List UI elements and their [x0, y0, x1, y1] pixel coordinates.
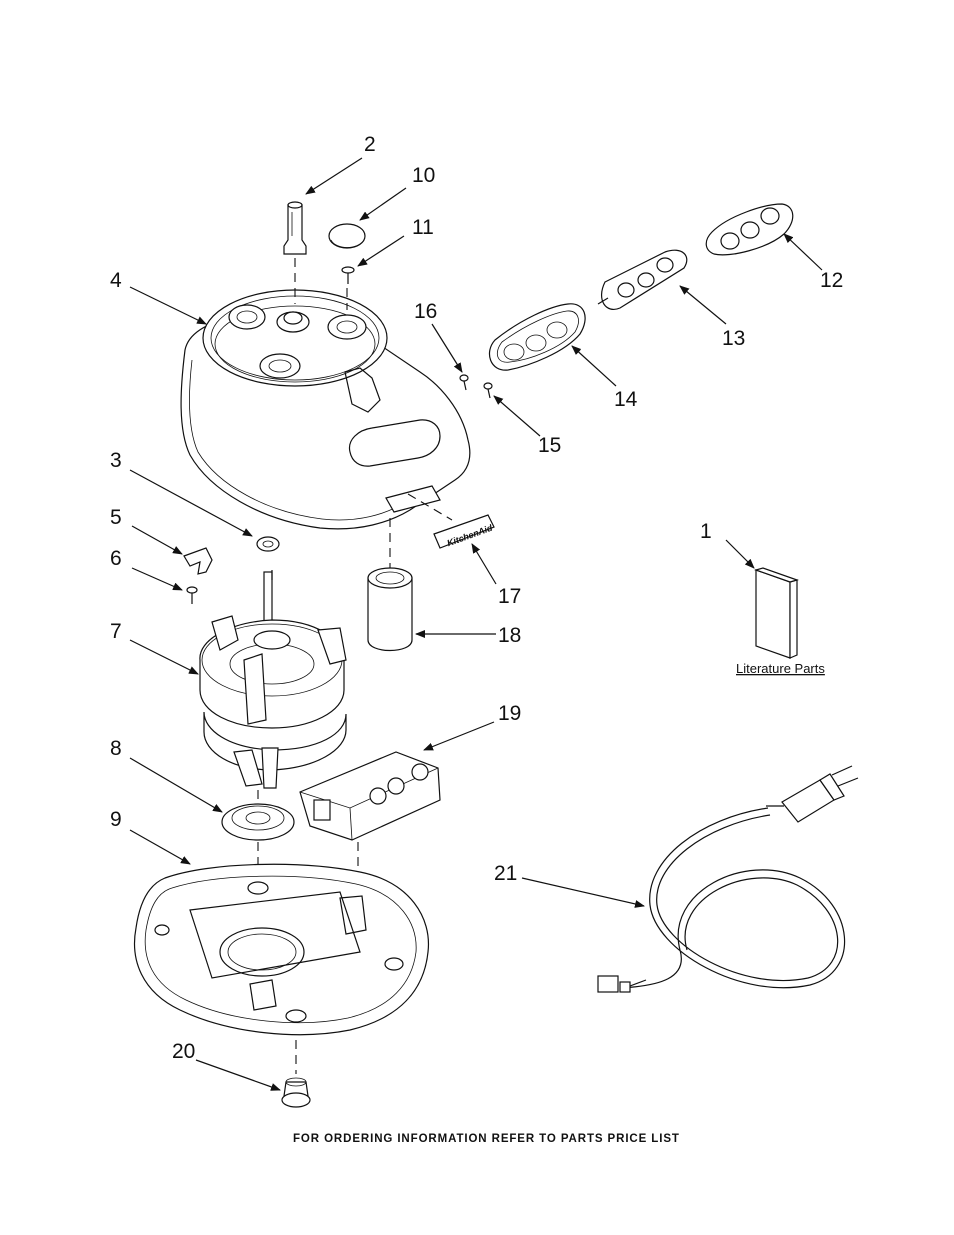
leader-11: [358, 236, 404, 266]
label-part-8: 8: [110, 737, 122, 760]
label-part-15: 15: [538, 434, 561, 457]
leader-9: [130, 830, 190, 864]
leader-8: [130, 758, 222, 812]
leader-13: [680, 286, 726, 324]
label-part-3: 3: [110, 449, 122, 472]
literature-part-1: [756, 568, 797, 658]
screw-part-15: [484, 383, 492, 398]
leader-16: [432, 324, 462, 372]
leader-1: [726, 540, 754, 568]
label-part-7: 7: [110, 620, 122, 643]
leader-10: [360, 188, 406, 220]
clamp-part-5: [184, 548, 212, 574]
cap-part-10: [329, 224, 365, 248]
capacitor-part-18: [368, 518, 412, 651]
label-part-14: 14: [614, 388, 638, 411]
label-part-5: 5: [110, 506, 122, 529]
label-part-18: 18: [498, 624, 521, 647]
screw-part-16: [460, 375, 468, 390]
leader-2: [306, 158, 362, 194]
leader-14: [572, 346, 616, 386]
leader-19: [424, 722, 494, 750]
label-part-2: 2: [364, 133, 376, 156]
overlay-part-12: [706, 204, 793, 255]
label-part-17: 17: [498, 585, 521, 608]
label-part-20: 20: [172, 1040, 195, 1063]
bearing-part-8: [222, 790, 294, 870]
switch-assembly-part-19: [300, 752, 440, 880]
label-part-1: 1: [700, 520, 712, 543]
leader-21: [522, 878, 644, 906]
screw-part-6: [187, 587, 197, 604]
label-part-21: 21: [494, 862, 517, 885]
power-cord-part-21: [598, 766, 858, 992]
label-part-6: 6: [110, 547, 122, 570]
label-part-12: 12: [820, 269, 843, 292]
leader-15: [494, 396, 540, 436]
badge-part-17: KitchenAid: [408, 494, 494, 548]
washer-part-3: [257, 537, 279, 551]
label-part-13: 13: [722, 327, 745, 350]
label-part-4: 4: [110, 269, 122, 292]
label-part-11: 11: [412, 216, 434, 239]
leader-4: [130, 287, 206, 324]
label-part-10: 10: [412, 164, 435, 187]
leader-20: [196, 1060, 280, 1090]
drive-adapter-part-2: [284, 202, 306, 304]
leader-12: [784, 234, 822, 270]
label-part-9: 9: [110, 808, 122, 831]
label-part-16: 16: [414, 300, 437, 323]
literature-parts-label: Literature Parts: [736, 661, 825, 676]
label-part-19: 19: [498, 702, 521, 725]
button-housing-part-14: [489, 304, 585, 370]
leader-6: [132, 568, 182, 590]
leader-5: [132, 526, 182, 554]
switch-plate-part-13: [598, 250, 687, 309]
leader-7: [130, 640, 198, 674]
motor-part-7: [200, 570, 346, 788]
top-housing-part-4: [181, 290, 470, 529]
footer-note: FOR ORDERING INFORMATION REFER TO PARTS …: [293, 1133, 680, 1145]
foot-part-20: [282, 1078, 310, 1107]
leader-17: [472, 544, 496, 584]
